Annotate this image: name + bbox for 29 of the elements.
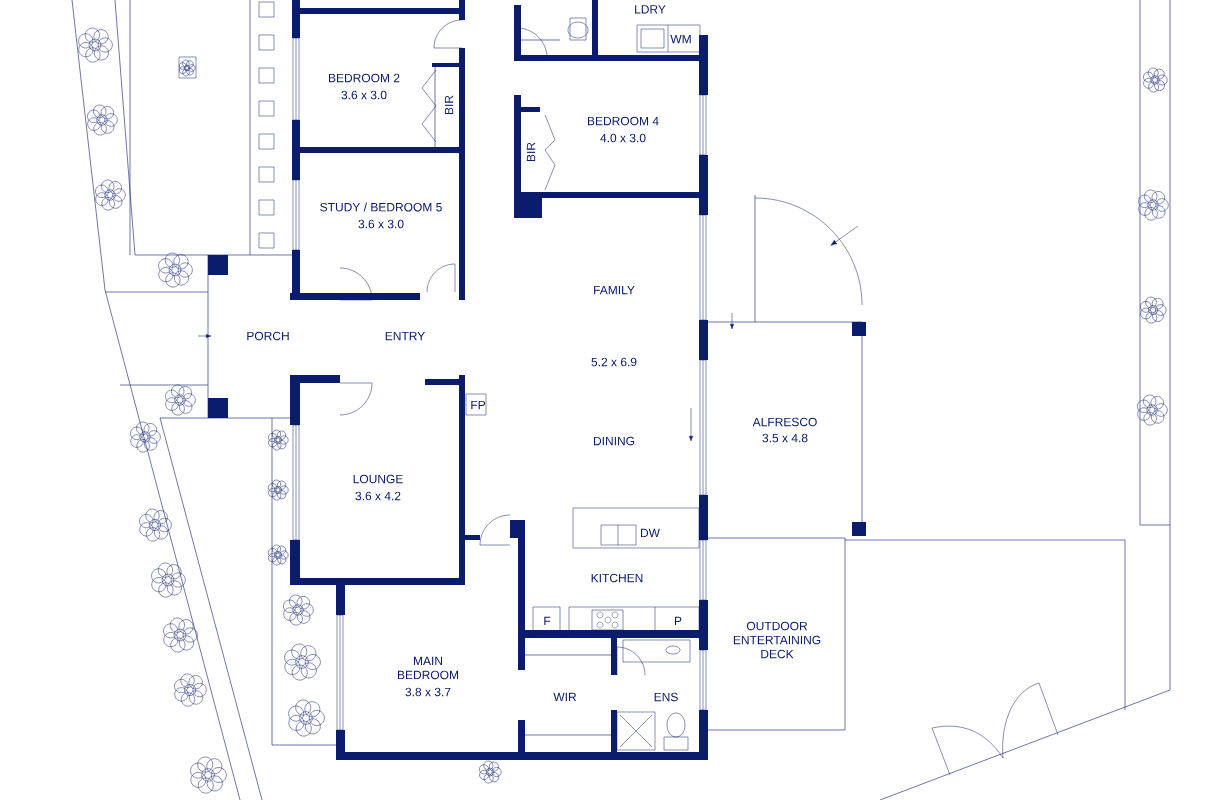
room-label: PORCH	[247, 331, 289, 341]
room-label: ENTRY	[385, 331, 425, 341]
room-label: BEDROOM 4	[588, 116, 659, 126]
room-label: P	[675, 616, 682, 626]
room-label: F	[544, 616, 551, 626]
room-label: BIR	[526, 142, 536, 161]
room-label: 3.6 x 3.0	[358, 219, 404, 229]
room-label: 3.5 x 4.8	[762, 433, 808, 443]
room-label: FAMILY	[594, 285, 635, 295]
room-label: ALFRESCO	[752, 417, 817, 427]
room-label: 5.2 x 6.9	[591, 357, 637, 367]
room-label: BIR	[444, 95, 454, 114]
room-label: WM	[670, 34, 691, 44]
room-label: 3.6 x 3.0	[341, 90, 387, 100]
room-label: OUTDOOR ENTERTAINING DECK	[733, 621, 821, 659]
room-label: DW	[641, 528, 660, 538]
room-label: LDRY	[635, 5, 666, 14]
room-label: STUDY / BEDROOM 5	[320, 202, 442, 212]
room-label: ENS	[654, 692, 678, 702]
room-label: 3.8 x 3.7	[405, 687, 451, 697]
room-label: KITCHEN	[591, 573, 643, 583]
room-label: LOUNGE	[353, 474, 403, 484]
room-label: DINING	[594, 436, 635, 446]
room-label: BEDROOM 2	[329, 73, 400, 83]
room-label: 4.0 x 3.0	[600, 133, 646, 143]
room-label: FP	[471, 400, 486, 410]
room-label: WIR	[553, 692, 577, 702]
room-label: MAIN BEDROOM	[398, 656, 458, 680]
room-label: 3.6 x 4.2	[355, 491, 401, 501]
